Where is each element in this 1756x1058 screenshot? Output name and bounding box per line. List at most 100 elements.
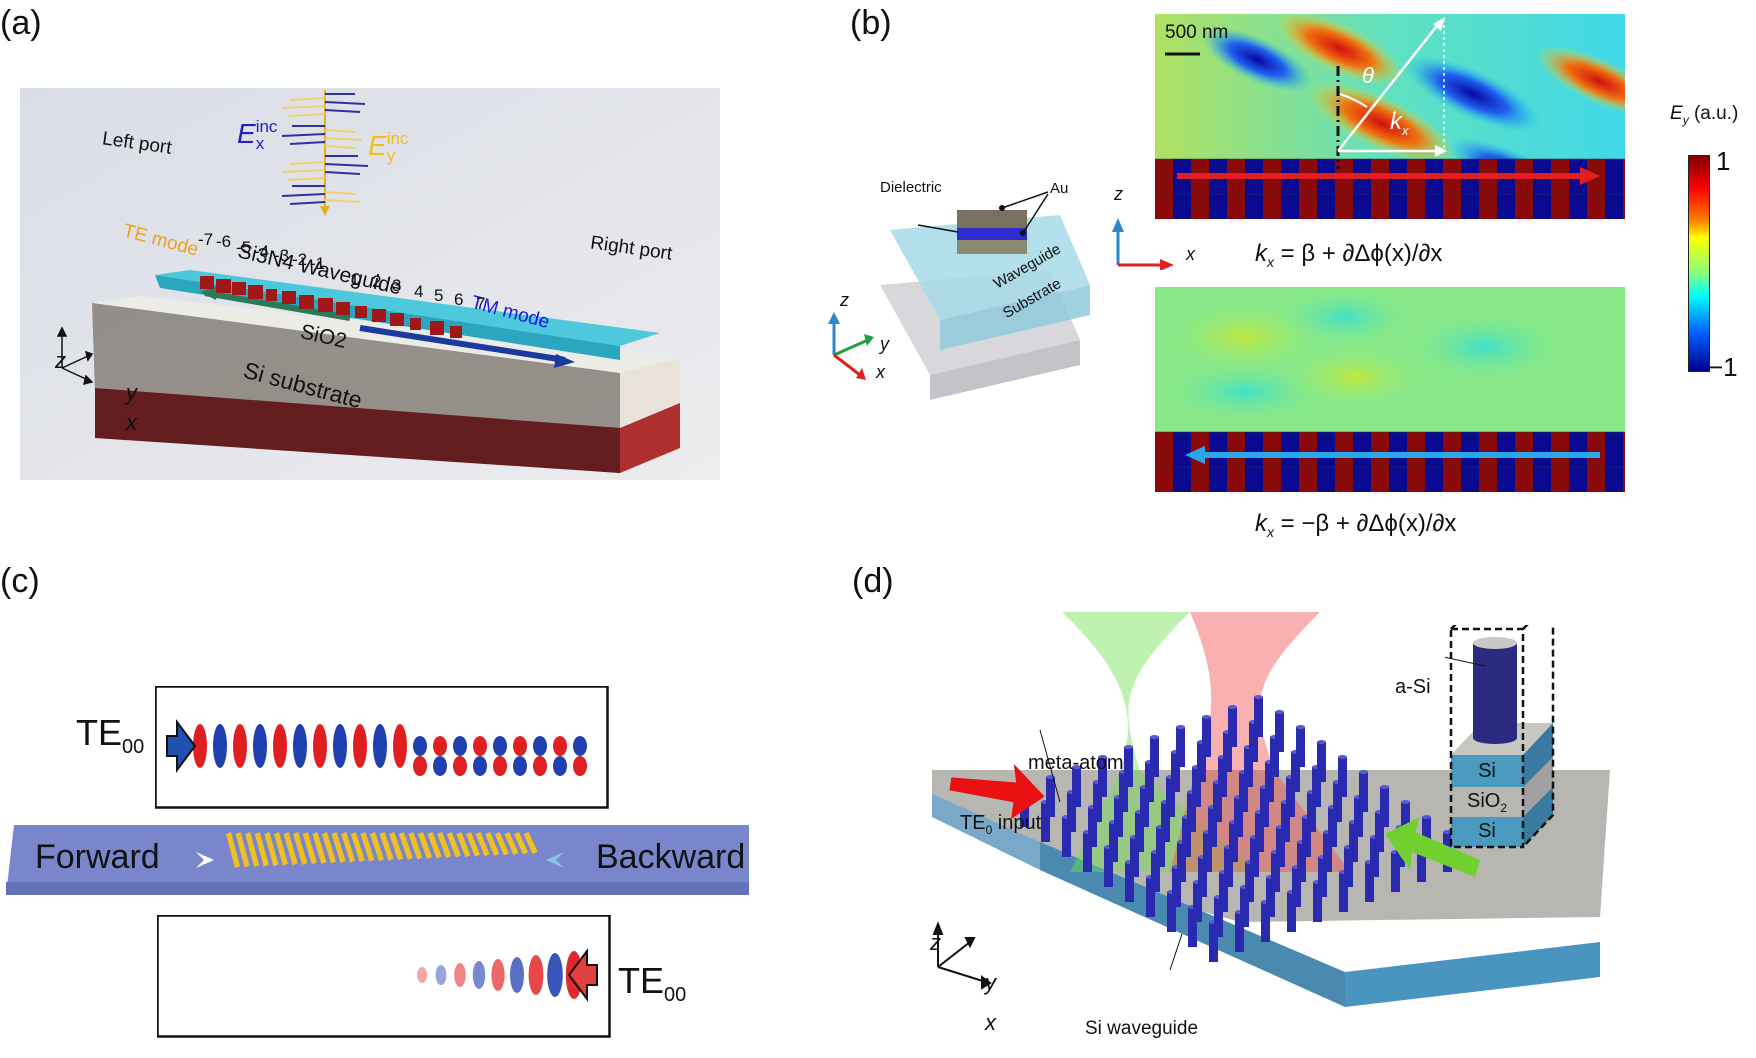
field-lobe xyxy=(553,736,567,756)
element-index: -3 xyxy=(274,246,290,265)
field-map-forward xyxy=(1155,14,1625,219)
meta-atom xyxy=(1171,752,1180,792)
field-lobe xyxy=(547,953,563,997)
a-si-label: a-Si xyxy=(1395,676,1431,698)
meta-atom xyxy=(1167,892,1176,932)
antenna-array xyxy=(200,276,462,338)
waveguide-field-stripes xyxy=(1155,159,1625,219)
field-lobe xyxy=(491,959,505,991)
meta-atom xyxy=(1239,772,1248,812)
axis3d-z-label: z xyxy=(840,290,849,310)
meta-atom xyxy=(1187,792,1196,832)
field-lobe xyxy=(528,955,544,995)
axis3d-y-label: y xyxy=(880,334,889,354)
unit-layer-si-top: Si xyxy=(1478,760,1496,782)
meta-atom xyxy=(1318,857,1327,897)
antenna xyxy=(466,832,480,857)
element-index: -7 xyxy=(198,230,214,249)
meta-atom xyxy=(1417,842,1426,882)
element-index: 5 xyxy=(434,286,444,305)
meta-atom xyxy=(1265,762,1274,802)
waveguide-field-stripes-b xyxy=(1155,432,1625,492)
colorbar-min: −1 xyxy=(1708,352,1738,382)
meta-atom xyxy=(1135,812,1144,852)
meta-atom xyxy=(1313,882,1322,922)
meta-atom xyxy=(1370,837,1379,877)
meta-atom xyxy=(1125,862,1134,902)
meta-atom xyxy=(1130,837,1139,877)
panel-c-waveguide xyxy=(6,825,749,895)
antenna xyxy=(322,832,336,864)
antenna xyxy=(523,832,538,855)
meta-atom xyxy=(1193,882,1202,922)
field-lobe xyxy=(433,736,447,756)
meta-atom xyxy=(1312,767,1321,807)
meta-atom xyxy=(1333,782,1342,822)
antenna xyxy=(494,832,509,856)
ey-inc-label: E inc y xyxy=(368,129,409,165)
meta-atom xyxy=(1104,847,1113,887)
axes3d-icon xyxy=(828,312,874,380)
meta-atom xyxy=(1041,802,1050,842)
si-layer-top xyxy=(1451,755,1523,787)
meta-atom xyxy=(1292,867,1301,907)
axes2d-icon xyxy=(1112,218,1174,270)
meta-atom xyxy=(1188,907,1197,947)
field-lobe xyxy=(573,736,587,756)
si-waveguide-pointer xyxy=(1169,933,1183,971)
meta-atom xyxy=(1276,827,1285,867)
antenna xyxy=(293,832,308,865)
field-lobe xyxy=(417,967,427,983)
meta-atom-label: meta-atom xyxy=(1028,752,1124,774)
meta-atom xyxy=(1375,812,1384,852)
field-map-backward xyxy=(1155,287,1625,492)
unit-cell-inset xyxy=(1445,625,1555,849)
dielectric-label: Dielectric xyxy=(880,179,942,196)
meta-atom xyxy=(1254,697,1263,737)
field-lobe xyxy=(413,756,427,776)
meta-atom xyxy=(1098,757,1107,797)
field-lobe xyxy=(473,736,487,756)
antenna xyxy=(418,832,432,859)
meta-atom xyxy=(1229,822,1238,862)
meta-atom xyxy=(1192,767,1201,807)
meta-atom xyxy=(1150,737,1159,777)
meta-atom xyxy=(1275,712,1284,752)
field-lobe xyxy=(433,756,447,776)
axis-x-label: x xyxy=(126,410,137,435)
meta-atom xyxy=(1317,742,1326,782)
field-lobe xyxy=(333,724,347,768)
antenna xyxy=(341,832,356,863)
panel-b-device-illustration xyxy=(828,191,1090,400)
meta-atom xyxy=(1281,802,1290,842)
meta-atom xyxy=(1177,842,1186,882)
panel-d-label: (d) xyxy=(852,562,894,600)
field-lobe xyxy=(533,756,547,776)
antenna xyxy=(485,832,500,856)
field-lobe xyxy=(273,724,287,768)
field-lobe xyxy=(513,756,527,776)
au-pointer xyxy=(1001,191,1049,209)
meta-atom xyxy=(1088,807,1097,847)
meta-atom xyxy=(1083,832,1092,872)
field-lobe xyxy=(493,756,507,776)
si3n4-waveguide xyxy=(155,270,660,346)
a-si-pointer xyxy=(1445,656,1486,667)
field-lobe xyxy=(253,724,267,768)
meta-atom xyxy=(1214,897,1223,937)
meta-atom-array xyxy=(1020,695,1452,962)
sio2-side-face xyxy=(620,358,680,428)
green-input-arrow xyxy=(1385,817,1480,877)
field-lobe xyxy=(473,756,487,776)
meta-atom xyxy=(1109,822,1118,862)
meta-atom xyxy=(1244,747,1253,787)
meta-atom xyxy=(1286,777,1295,817)
axis-y-label: y xyxy=(126,380,137,405)
antenna xyxy=(370,832,384,862)
meta-atom xyxy=(1391,852,1400,892)
meta-atom xyxy=(1354,797,1363,837)
colorbar xyxy=(1688,155,1710,372)
antenna xyxy=(475,832,490,857)
meta-atom xyxy=(1172,867,1181,907)
antenna xyxy=(235,832,250,868)
